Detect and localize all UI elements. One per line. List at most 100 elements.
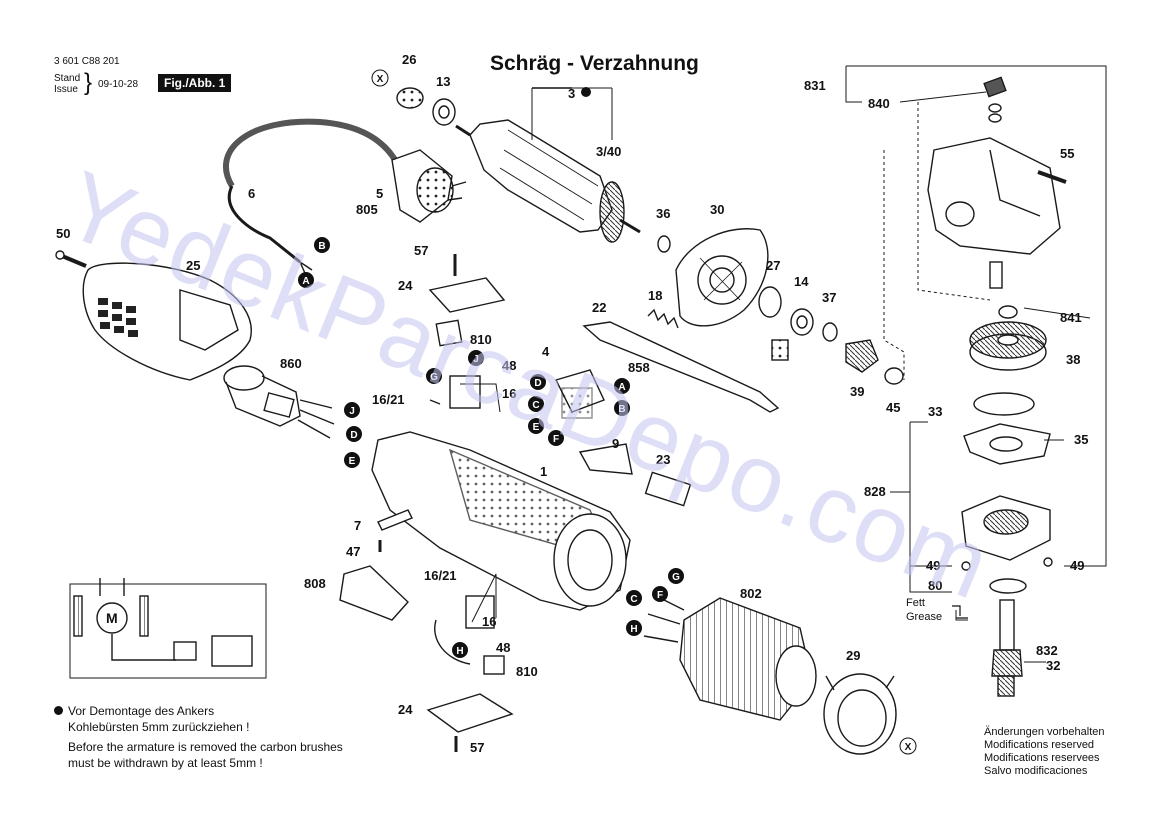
label-9: 9: [612, 436, 619, 451]
label-18: 18: [648, 288, 662, 303]
marker-f-module: F: [548, 430, 564, 446]
label-3-40: 3/40: [596, 144, 621, 159]
svg-text:X: X: [905, 742, 912, 753]
bevel-gear: [969, 305, 1047, 371]
grease-symbol: [952, 605, 968, 619]
marker-e-module: E: [528, 418, 544, 434]
washer-37: [822, 322, 838, 342]
part-23: [644, 471, 692, 507]
marker-a-module: A: [614, 378, 630, 394]
label-6: 6: [248, 186, 255, 201]
mains-plug: [391, 149, 467, 223]
grease-label-en: Grease: [906, 611, 943, 623]
bearing-26: [396, 87, 424, 109]
label-33: 33: [928, 404, 942, 419]
electronic-module: [554, 369, 605, 419]
note-de-line2: Kohlebürsten 5mm zurückziehen !: [68, 720, 250, 734]
label-840: 840: [868, 96, 890, 111]
label-3: 3: [568, 86, 575, 101]
label-16-top: 16: [502, 386, 516, 401]
label-48-top: 48: [502, 358, 516, 373]
label-48-bottom: 48: [496, 640, 510, 655]
marker-g-coil: G: [668, 568, 684, 584]
marker-c-coil: C: [626, 590, 642, 606]
marker-b-cord: B: [314, 237, 330, 253]
label-828: 828: [864, 484, 886, 499]
switch-assembly: [223, 365, 335, 439]
pinion-39: [845, 339, 879, 373]
marker-j-switch: J: [344, 402, 360, 418]
motor-housing: [371, 431, 631, 611]
marker-c-module: C: [528, 396, 544, 412]
label-25: 25: [186, 258, 200, 273]
screw-50: [55, 250, 87, 268]
note-en-line1: Before the armature is removed the carbo…: [68, 740, 343, 754]
bearing-flange-35: [963, 423, 1051, 465]
brush-holder-upper: [429, 319, 481, 409]
armature: [455, 119, 641, 243]
label-810-bottom: 810: [516, 664, 538, 679]
label-22: 22: [592, 300, 606, 315]
label-858: 858: [628, 360, 650, 375]
svg-text:F: F: [657, 590, 663, 601]
svg-text:D: D: [350, 430, 357, 441]
svg-text:J: J: [349, 406, 355, 417]
modifications-note: Änderungen vorbehalten Modifications res…: [984, 726, 1104, 778]
ring-27: [758, 286, 782, 318]
insulation-9: [578, 443, 633, 475]
label-13: 13: [436, 74, 450, 89]
label-24-bottom: 24: [398, 702, 413, 717]
mod-note-line3: Modifications reservees: [984, 752, 1100, 764]
power-cord: [223, 118, 401, 281]
nut-45: [884, 367, 904, 385]
mod-note-line1: Änderungen vorbehalten: [984, 726, 1105, 738]
insulation-808: [339, 565, 409, 621]
svg-text:A: A: [618, 382, 625, 393]
label-860: 860: [280, 356, 302, 371]
air-guide-ring: [823, 673, 897, 755]
label-24-top: 24: [398, 278, 413, 293]
marker-f-coil: F: [652, 586, 668, 602]
label-35: 35: [1074, 432, 1088, 447]
marker-x-bottom: X: [899, 737, 917, 755]
brush-cover-upper: [428, 254, 506, 313]
figure-label: Fig./Abb. 1: [158, 74, 232, 92]
label-831: 831: [804, 78, 826, 93]
label-50: 50: [56, 226, 70, 241]
label-39: 39: [850, 384, 864, 399]
note-en-line2: must be withdrawn by at least 5mm !: [68, 756, 263, 770]
gear-housing: [927, 76, 1061, 289]
bearing-small: [771, 339, 789, 361]
svg-text:C: C: [532, 400, 539, 411]
label-16-21-bottom: 16/21: [424, 568, 457, 583]
brush-cover-lower: [426, 693, 514, 752]
svg-text:G: G: [430, 372, 438, 383]
svg-text:E: E: [533, 422, 540, 433]
marker-d-module: D: [530, 374, 546, 390]
diagram-title: Schräg - Verzahnung: [490, 52, 699, 75]
wiring-diagram: [69, 578, 267, 679]
label-57-bottom: 57: [470, 740, 484, 755]
marker-x-top: X: [371, 69, 389, 87]
issue-date: 09-10-28: [98, 79, 139, 90]
svg-text:X: X: [377, 74, 384, 85]
bearing-13: [432, 98, 456, 126]
marker-d-switch: D: [346, 426, 362, 442]
marker-h-brush: H: [452, 642, 468, 658]
washer-36: [657, 235, 671, 253]
part-7: [377, 509, 413, 552]
label-805: 805: [356, 202, 378, 217]
label-810-top: 810: [470, 332, 492, 347]
label-55: 55: [1060, 146, 1074, 161]
label-37: 37: [822, 290, 836, 305]
note-bullet: [54, 706, 63, 715]
label-32: 32: [1046, 658, 1060, 673]
marker-h-coil: H: [626, 620, 642, 636]
issue-label: Issue: [54, 84, 78, 95]
label-14: 14: [794, 274, 809, 289]
lock-lever: [582, 321, 780, 413]
motor-symbol-label: M: [106, 610, 118, 626]
bearing-flange: [675, 228, 769, 327]
label-23: 23: [656, 452, 670, 467]
marker-a-cord: A: [298, 272, 314, 288]
